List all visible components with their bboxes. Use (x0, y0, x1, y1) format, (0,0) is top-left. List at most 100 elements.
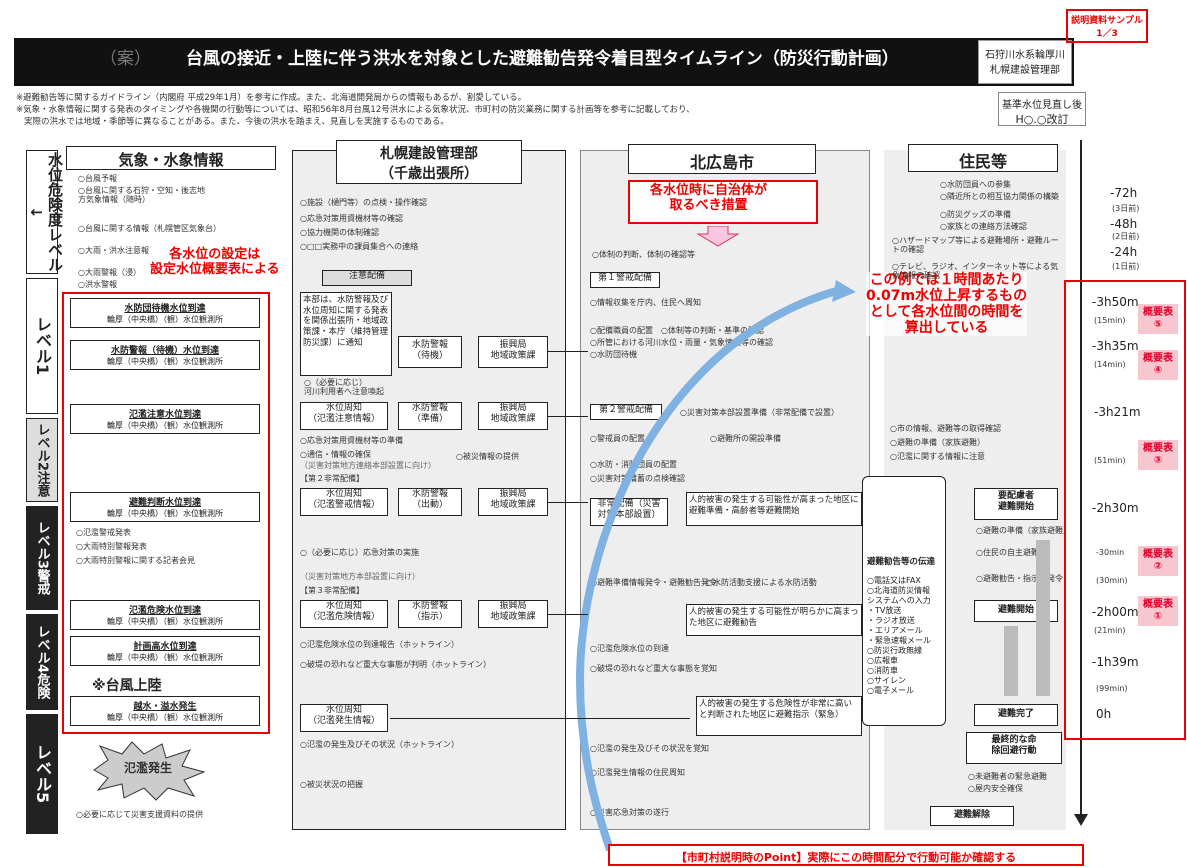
connector-5 (390, 718, 690, 719)
org-box: 石狩川水系輪厚川 札幌建設管理部 (978, 40, 1072, 84)
gauge-note-3: 輪厚（中央橋）（観）水位観測所 (107, 421, 223, 430)
resident-item-13: ○未避難者の緊急避難 (968, 772, 1047, 781)
connector-1 (548, 351, 588, 352)
weather-mid-1: ○氾濫警戒発表 (76, 528, 131, 537)
regional-office-4: 振興局 地域政策課 (478, 600, 548, 628)
header-bar (14, 38, 1074, 86)
col-header-city: 北広島市 (628, 144, 816, 174)
weather-item-3: ○台風に関する情報（札幌管区気象台） (78, 224, 221, 233)
final-action: 最終的な命 除回避行動 (966, 732, 1062, 764)
alert-level-3: 【第３非常配備】 (300, 586, 364, 595)
evacuation-prep-box: 人的被害の発生する可能性が高まった地区に避難準備・高齢者等避難開始 (686, 492, 862, 526)
revision-line2: H○.○改訂 (1015, 113, 1069, 126)
level-4: レベル4危険 (26, 614, 58, 710)
sapporo-item-8: ○氾濫危険水位の到達報告（ホットライン） (300, 640, 459, 649)
weather-item-1: ○台風予報 (78, 174, 117, 183)
city-item-11: ○避難準備情報発令・避難勧告発令 (590, 578, 717, 587)
time-2h00m-sub: (21min) (1094, 626, 1126, 635)
gauge-note-7: 輪厚（中央橋）（観）水位観測所 (107, 713, 223, 722)
badge-summary-3: 概要表 ③ (1138, 440, 1178, 470)
gauge-note-6: 輪厚（中央橋）（観）水位観測所 (107, 653, 223, 662)
sapporo-item-2: ○応急対策用資機材等の確認 (300, 214, 403, 223)
time-2h00m: -2h00m (1092, 605, 1139, 619)
flood-warning-prep: 水防警報 （準備） (398, 402, 462, 430)
resident-item-11: ○住民の自主避難 (976, 548, 1039, 557)
evacuation-advisory-box: 人的被害の発生する可能性が明らかに高まった地区に避難勧告 (686, 604, 862, 636)
connector-4 (548, 614, 588, 615)
city-item-10: ○災害対策備蓄の点検確認 (590, 474, 685, 483)
sapporo-item-9: ○破堤の恐れなど重大な事態が判明（ホットライン） (300, 660, 491, 669)
water-notice-occurrence: 水位周知 （氾濫発生情報） (300, 704, 388, 732)
city-item-4: ○所管における河川水位・雨量・気象情報等の確認 (590, 338, 773, 347)
evacuation-complete: 避難完了 (974, 704, 1058, 726)
weather-item-5: ○大雨警報（浸） (78, 268, 141, 277)
alert-level-0: 注意配備 (322, 270, 412, 286)
city-item-14: ○破堤の恐れなど重大な事態を覚知 (590, 664, 717, 673)
down-arrow-icon (696, 226, 740, 247)
level-5: レベル5 (26, 714, 58, 834)
time-48h-sub: (2日前) (1112, 232, 1140, 241)
city-alert-1: 第１警戒配備 (590, 272, 660, 288)
progress-arrow-2 (1036, 540, 1050, 696)
page-title: 台風の接近・上陸に伴う洪水を対象とした避難勧告発令着目型タイムライン（防災行動計… (186, 49, 899, 69)
time-3h35m: -3h35m (1092, 339, 1139, 353)
sapporo-item-3: ○協力機関の体制確認 (300, 228, 379, 237)
weather-mid-3: ○大雨特別警報に関する記者会見 (76, 556, 195, 565)
sapporo-item-10: ○氾濫の発生及びその状況（ホットライン） (300, 740, 459, 749)
draft-label: （案） (100, 49, 151, 69)
water-level-warn-standby-label: 水防警報（待機）水位到達 (110, 346, 219, 356)
note-line1: ※避難勧告等に関するガイドライン（内閣府 平成29年1月）を参考に作成。また、北… (16, 93, 527, 103)
city-callout-box (628, 180, 818, 224)
sapporo-item-7: ○（必要に応じ）応急対策の実施 (300, 548, 419, 557)
water-level-judgment-label: 避難判断水位到達 (128, 498, 201, 508)
water-notice-danger: 水位周知 （氾濫危険情報） (300, 600, 388, 628)
comm-box: 避難勧告等の伝達 ○電話又はFAX ○北海道防災情報 システムへの入力 ・TV放… (862, 476, 946, 726)
resident-item-1: ○水防団員への参集 (940, 180, 1011, 189)
flood-warning-order: 水防警報 （指示） (398, 600, 462, 628)
comm-list: ○電話又はFAX ○北海道防災情報 システムへの入力 ・TV放送 ・ラジオ放送 … (867, 575, 931, 695)
resident-item-7: ○市の情報、避難等の取得確認 (890, 424, 1001, 433)
badge-summary-5: 概要表 ⑤ (1138, 304, 1178, 334)
sapporo-name: 札幌建設管理部 (380, 146, 478, 162)
col-header-residents: 住民等 (908, 144, 1058, 172)
water-notice-attention: 水位周知 （氾濫注意情報） (300, 402, 388, 430)
weather-item-2: ○台風に関する石狩・空知・後志地方気象情報（随時） (78, 186, 205, 205)
city-callout: 各水位時に自治体が 取るべき措置 (650, 183, 768, 213)
city-item-7: ○警戒員の配置 (590, 434, 645, 443)
city-item-13: ○氾濫危険水位の到達 (590, 644, 669, 653)
time-51min: (51min) (1094, 456, 1126, 465)
flood-warning-standby: 水防警報 （待機） (398, 336, 462, 368)
resident-item-14: ○屋内安全確保 (968, 784, 1023, 793)
time-72h-sub: (3日前) (1112, 204, 1140, 213)
note-line3: 実際の洪水では地域・季節等に異なることがある。また、今後の洪水を踏まえ、見直しを… (24, 117, 449, 127)
time-3h50m-sub: (15min) (1094, 316, 1126, 325)
water-level-attention: 氾濫注意水位到達輪厚（中央橋）（観）水位観測所 (70, 404, 260, 434)
evacuation-cancel: 避難解除 (930, 806, 1014, 826)
water-level-plan-high-label: 計画高水位到達 (133, 642, 197, 652)
typhoon-landfall: ※台風上陸 (92, 678, 162, 694)
gauge-note-1: 輪厚（中央橋）（観）水位観測所 (107, 315, 223, 324)
water-level-judgment: 避難判断水位到達輪厚（中央橋）（観）水位観測所 (70, 492, 260, 522)
time-24h: -24h (1110, 245, 1138, 259)
evacuation-emergency-box: 人的被害の発生する危険性が非常に高いと判断された地区に避難指示（緊急） (696, 696, 862, 736)
rate-annotation: この例では１時間あたり 0.07m水位上昇するもの として各水位間の時間を 算出… (866, 272, 1028, 337)
gauge-note-2: 輪厚（中央橋）（観）水位観測所 (107, 357, 223, 366)
progress-arrow-1 (1004, 626, 1018, 696)
footer-point: 【市町村説明時のPoint】実際にこの時間配分で行動可能か確認する (608, 844, 1084, 866)
sapporo-item-6b: （災害対策地方連絡本部設置に向け） (300, 461, 436, 470)
revision-line1: 基準水位見直し後 (1002, 100, 1082, 111)
badge-summary-2: 概要表 ② (1138, 546, 1178, 576)
level-3: レベル3警戒 (26, 506, 58, 610)
regional-office-2: 振興局 地域政策課 (478, 402, 548, 430)
city-special-alert: 非常配備（災害 対策本部設置） (590, 498, 668, 526)
time-24h-sub: (1日前) (1112, 262, 1140, 271)
weather-item-4: ○大雨・洪水注意報 (78, 246, 149, 255)
sample-label: 説明資料サンプル 1／3 (1066, 9, 1148, 43)
water-level-danger: 氾濫危険水位到達輪厚（中央橋）（観）水位観測所 (70, 600, 260, 630)
city-item-2: ○情報収集を庁内、住民へ周知 (590, 298, 701, 307)
sapporo-item-6: ○通信・情報の確保 (300, 450, 371, 459)
attention-call: ○（必要に応じ） 河川利用者へ注意喚起 (304, 378, 384, 397)
resident-item-9: ○氾濫に関する情報に注意 (890, 452, 985, 461)
city-item-12: ○水防活動支援による水防活動 (706, 578, 817, 587)
danger-level-label: 水位危険度レベル↓ (26, 150, 64, 274)
